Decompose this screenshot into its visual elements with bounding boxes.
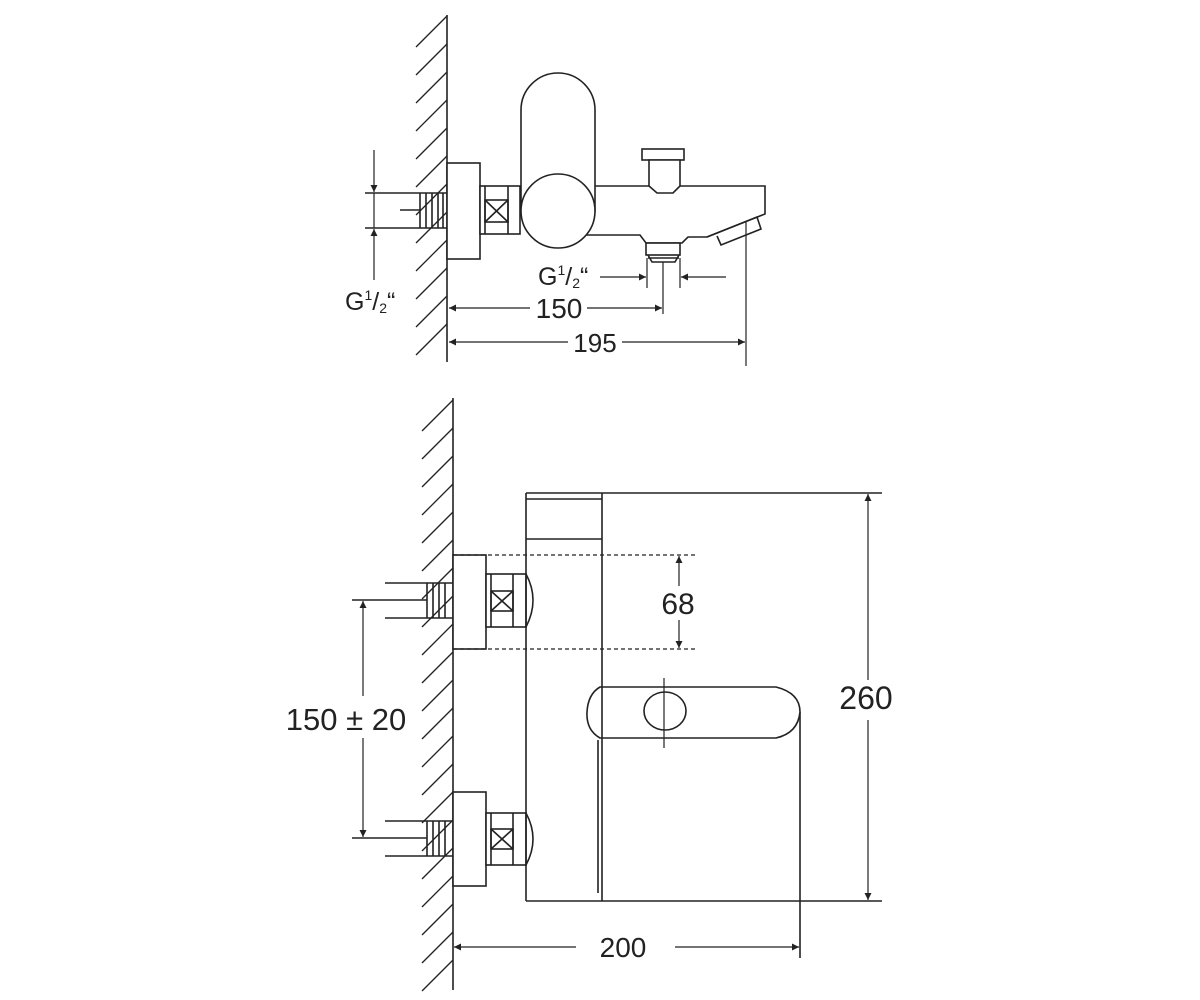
hatch-line bbox=[415, 71, 448, 104]
top-view: G1/2“ G1/2“ 150 195 bbox=[345, 15, 766, 366]
hatch-line bbox=[415, 15, 448, 48]
hatch-line bbox=[421, 763, 454, 796]
dim-195-top bbox=[449, 222, 747, 366]
wall-flange-top bbox=[446, 162, 481, 260]
hatch-line bbox=[415, 99, 448, 132]
hatch-line bbox=[421, 511, 454, 544]
dim-260-label: 260 bbox=[839, 680, 892, 716]
hatch-line bbox=[421, 959, 454, 992]
upper-connection-front bbox=[352, 554, 534, 650]
hatch-line bbox=[421, 875, 454, 908]
dim-thread-right bbox=[600, 258, 726, 288]
hatch-line bbox=[421, 931, 454, 964]
hatch-line bbox=[421, 903, 454, 936]
hatch-line bbox=[415, 43, 448, 76]
front-view: 68 150 ± 20 260 200 bbox=[286, 398, 893, 992]
dim-150-20-label: 150 ± 20 bbox=[286, 702, 406, 737]
dim-195-label: 195 bbox=[573, 328, 616, 358]
hatch-line bbox=[421, 735, 454, 768]
nut-top bbox=[479, 185, 521, 235]
bottom-outlet-top bbox=[645, 242, 681, 263]
hatch-line bbox=[421, 707, 454, 740]
hatch-line bbox=[415, 323, 448, 356]
wall-hatching-front bbox=[421, 399, 454, 992]
spout-front bbox=[586, 678, 801, 748]
hatch-line bbox=[421, 539, 454, 572]
hatch-line bbox=[421, 791, 454, 824]
hatch-line bbox=[421, 595, 454, 628]
hatch-line bbox=[415, 295, 448, 328]
cartridge-circle-top bbox=[520, 173, 596, 249]
dim-200-label: 200 bbox=[600, 932, 647, 963]
hatch-line bbox=[421, 651, 454, 684]
spout-nozzle bbox=[706, 215, 762, 247]
hatch-line bbox=[415, 155, 448, 188]
dim-68-label: 68 bbox=[661, 588, 694, 621]
hatch-line bbox=[415, 239, 448, 272]
hatch-line bbox=[421, 483, 454, 516]
spout-body-top bbox=[559, 185, 766, 244]
mixer-body-front bbox=[525, 492, 882, 958]
thread-label-left: G1/2“ bbox=[345, 287, 395, 316]
hatch-line bbox=[421, 847, 454, 880]
hatch-line bbox=[421, 427, 454, 460]
hatch-line bbox=[415, 267, 448, 300]
hatch-line bbox=[415, 127, 448, 160]
hatch-line bbox=[421, 679, 454, 712]
hatch-line bbox=[421, 623, 454, 656]
wall-hatching-top bbox=[415, 15, 448, 356]
diverter-circle-front bbox=[643, 691, 687, 731]
hatch-line bbox=[421, 455, 454, 488]
dim-150-label: 150 bbox=[536, 293, 583, 324]
dim-150-top bbox=[449, 262, 664, 314]
inlet-connection-top bbox=[365, 192, 447, 229]
lever-handle-top bbox=[520, 72, 596, 212]
thread-label-right: G1/2“ bbox=[538, 262, 588, 291]
diverter-knob bbox=[641, 148, 685, 194]
hatch-line bbox=[421, 399, 454, 432]
lower-connection-front bbox=[352, 791, 534, 887]
